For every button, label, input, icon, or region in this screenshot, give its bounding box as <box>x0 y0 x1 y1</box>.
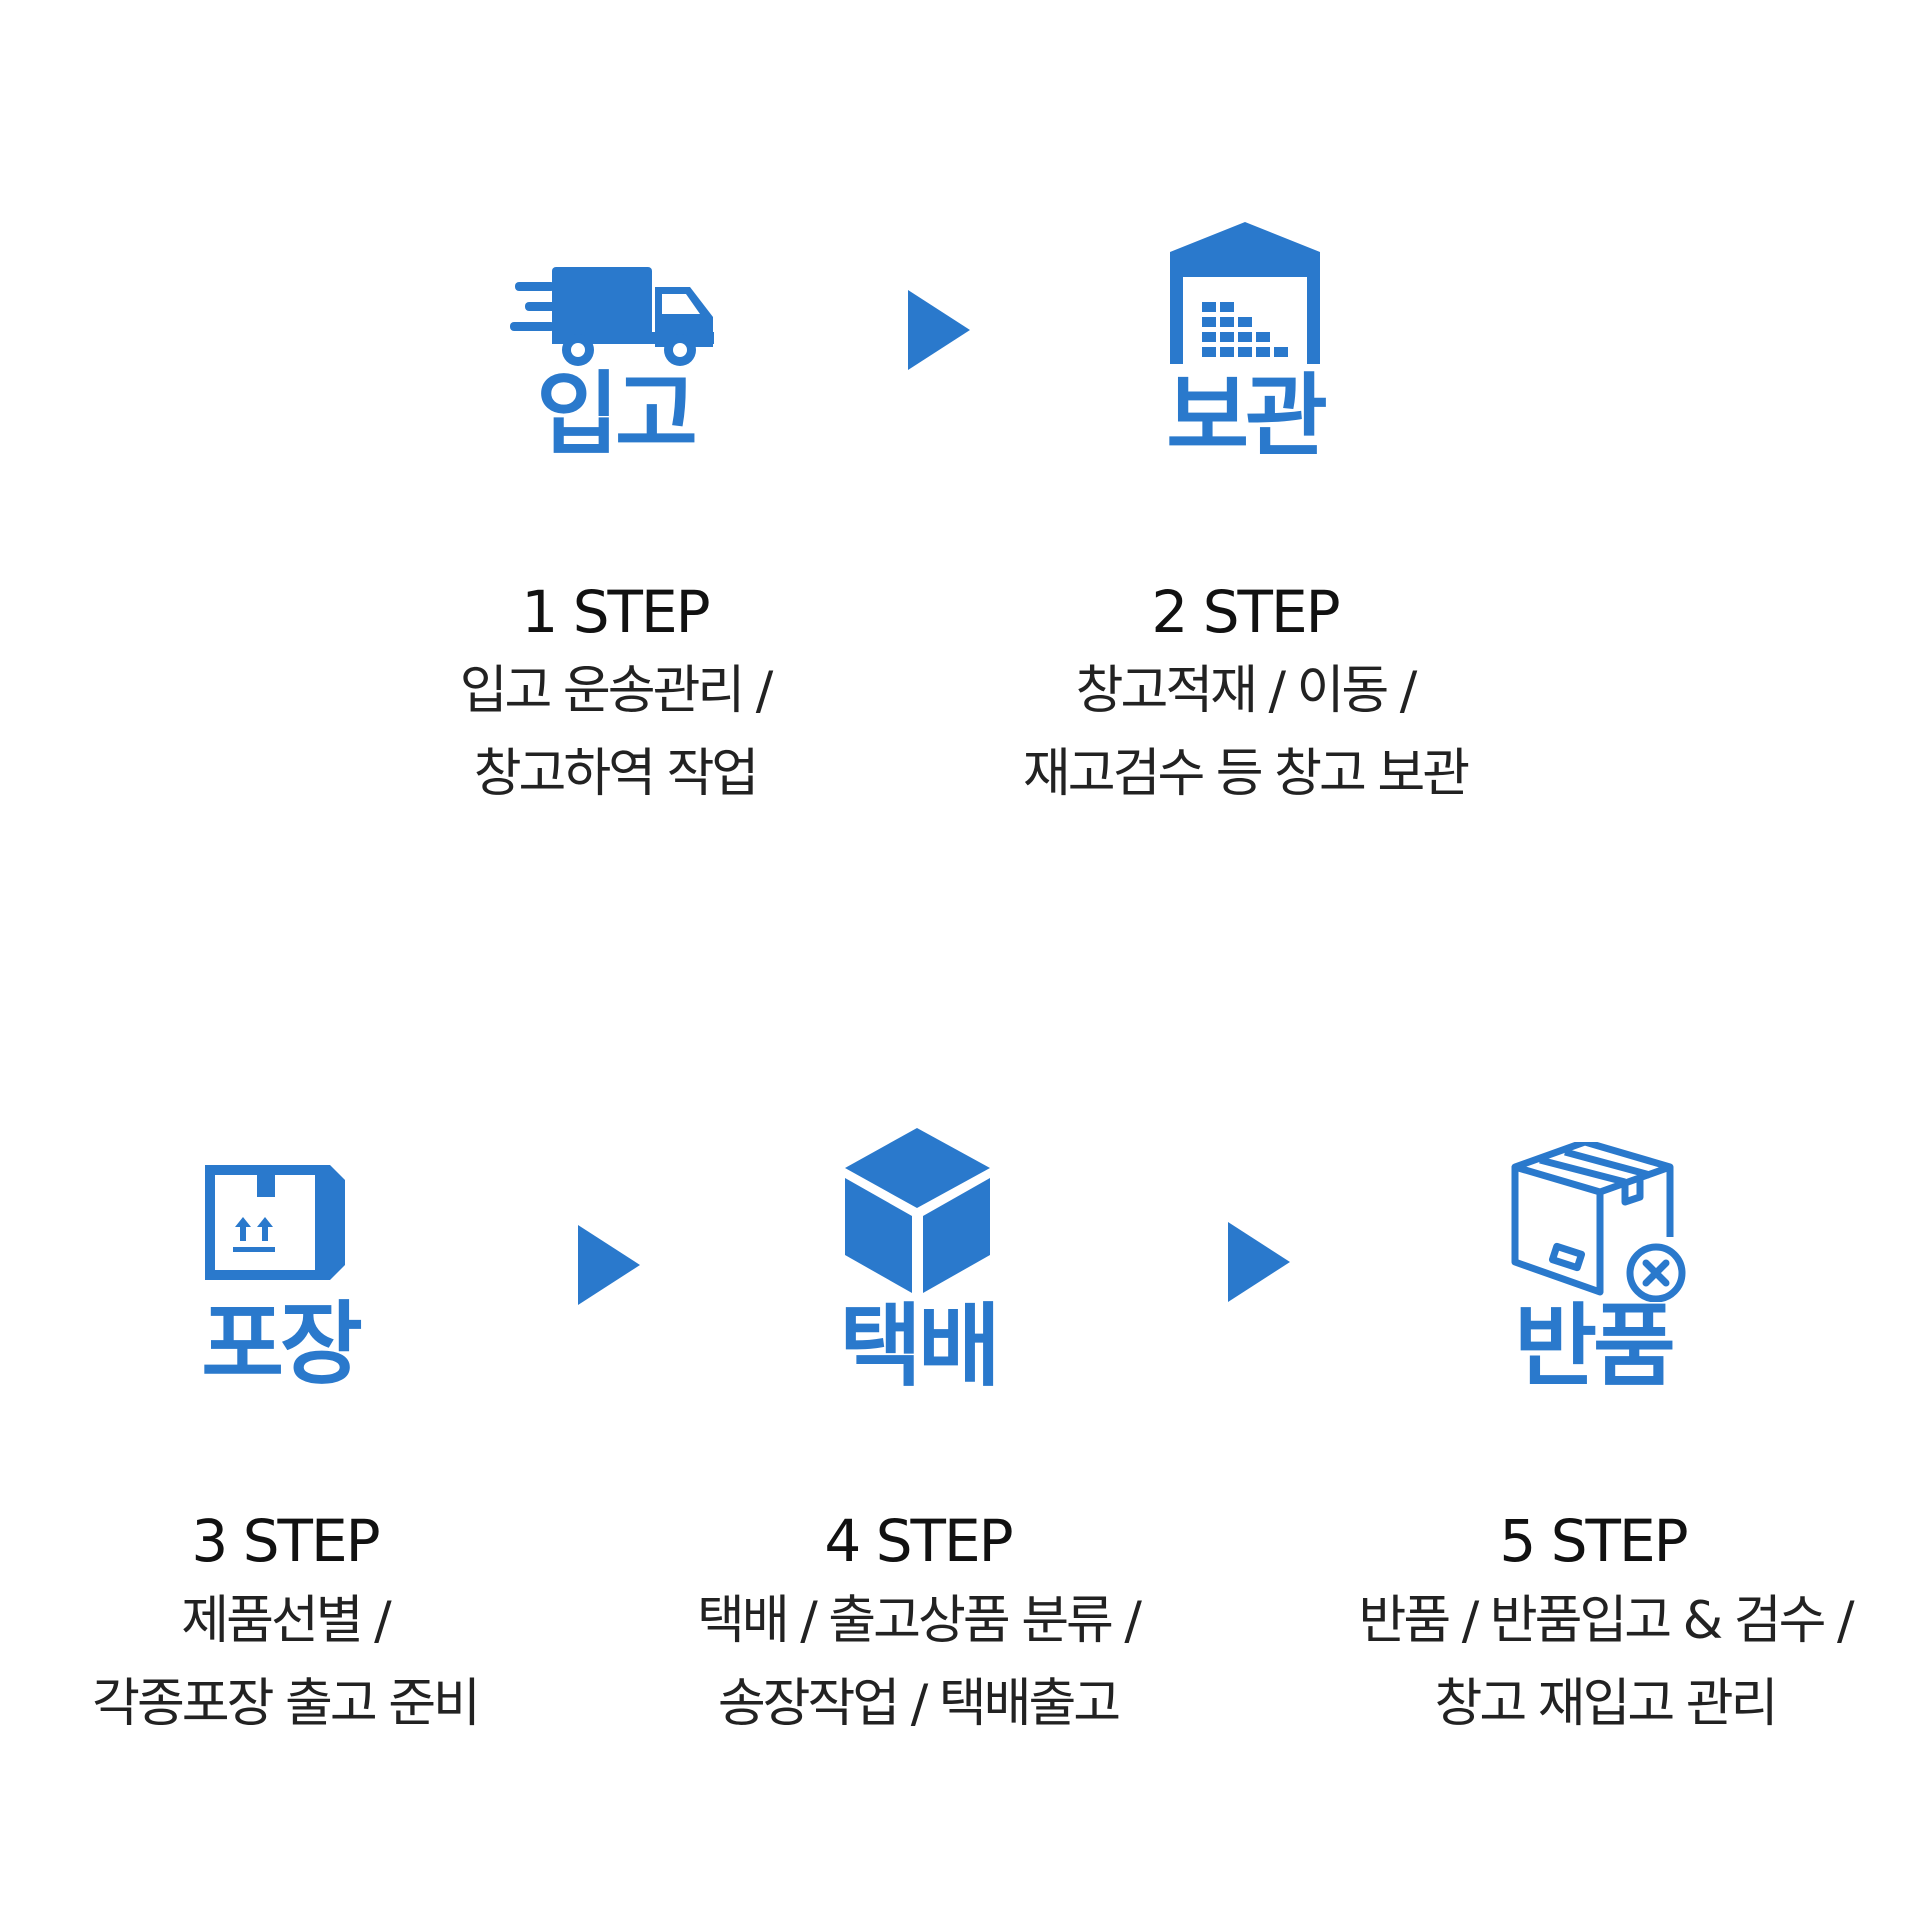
step3-label: 3 STEP <box>191 1507 380 1575</box>
step1-desc: 입고 운송관리 / 창고하역 작업 <box>235 650 995 816</box>
step4-label: 4 STEP <box>824 1507 1013 1575</box>
arrow-right-icon <box>1228 1222 1290 1302</box>
step4-desc: 택배 / 출고상품 분류 / 송장작업 / 택배출고 <box>538 1580 1298 1746</box>
arrow-right-icon <box>578 1225 640 1305</box>
step3-title: 포장 <box>201 1292 363 1397</box>
step5-label: 5 STEP <box>1499 1507 1688 1575</box>
delivery-truck-icon <box>510 262 720 372</box>
warehouse-icon <box>1170 222 1320 367</box>
cube-icon <box>845 1128 990 1293</box>
step3-desc-line2: 각종포장 출고 준비 <box>92 1674 481 1734</box>
step5-desc-line1: 반품 / 반품입고 & 검수 / <box>1358 1591 1855 1651</box>
step4-desc-line2: 송장작업 / 택배출고 <box>717 1674 1121 1734</box>
step1-desc-line2: 창고하역 작업 <box>473 744 760 804</box>
step2-desc-line2: 재고검수 등 창고 보관 <box>1022 744 1470 804</box>
step2-desc: 창고적재 / 이동 / 재고검수 등 창고 보관 <box>865 650 1625 816</box>
step3-desc: 제품선별 / 각종포장 출고 준비 <box>0 1580 665 1746</box>
step2-desc-line1: 창고적재 / 이동 / <box>1075 661 1418 721</box>
step3-desc-line1: 제품선별 / <box>181 1591 391 1651</box>
step5-desc: 반품 / 반품입고 & 검수 / 창고 재입고 관리 <box>1145 1580 1920 1746</box>
return-box-icon <box>1510 1138 1688 1303</box>
step5-desc-line2: 창고 재입고 관리 <box>1434 1674 1779 1734</box>
step4-title: 택배 <box>839 1294 1001 1399</box>
step5-title: 반품 <box>1514 1294 1676 1399</box>
step1-label: 1 STEP <box>521 578 710 646</box>
step4-desc-line1: 택배 / 출고상품 분류 / <box>697 1591 1142 1651</box>
step2-label: 2 STEP <box>1151 578 1340 646</box>
arrow-right-icon <box>908 290 970 370</box>
step1-desc-line1: 입고 운송관리 / <box>459 661 774 721</box>
package-box-icon <box>205 1165 350 1285</box>
step2-title: 보관 <box>1166 364 1328 469</box>
step1-title: 입고 <box>536 362 698 467</box>
